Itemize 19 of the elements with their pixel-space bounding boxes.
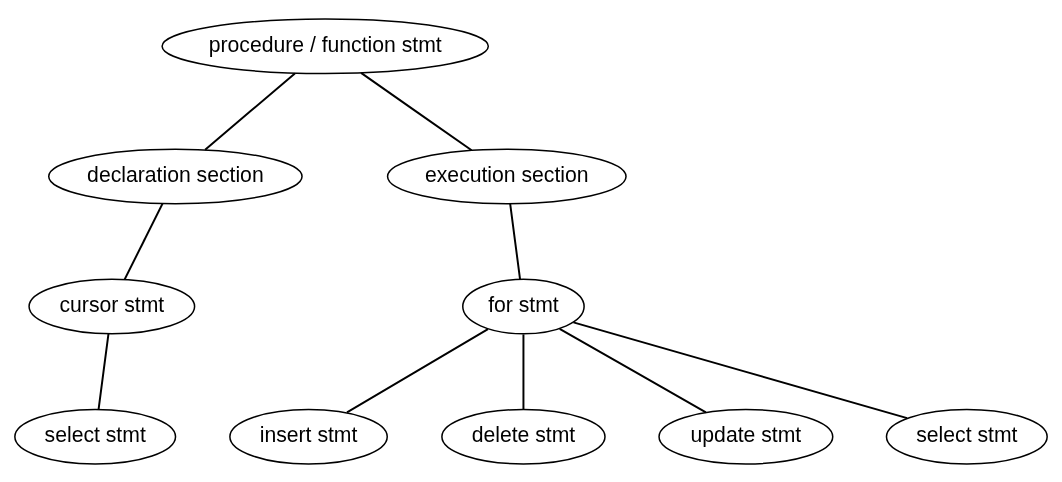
connector <box>572 320 909 419</box>
node-ellipse: insert stmt <box>229 408 388 465</box>
connector <box>346 327 489 413</box>
node-ellipse: delete stmt <box>441 408 606 465</box>
node-ellipse: select stmt <box>885 408 1048 465</box>
connector <box>509 202 522 280</box>
node-ellipse: for stmt <box>462 278 585 335</box>
node-ellipse: cursor stmt <box>28 278 196 335</box>
node-ellipse: procedure / function stmt <box>161 17 490 74</box>
node-ellipse: select stmt <box>14 408 177 465</box>
connector <box>204 72 296 151</box>
node-ellipse: execution section <box>386 147 627 204</box>
connector <box>123 202 164 280</box>
node-ellipse: update stmt <box>658 408 834 465</box>
connector <box>558 327 707 413</box>
connector <box>522 332 525 410</box>
connector <box>97 332 110 410</box>
connector <box>360 71 473 151</box>
node-ellipse: declaration section <box>48 147 303 204</box>
